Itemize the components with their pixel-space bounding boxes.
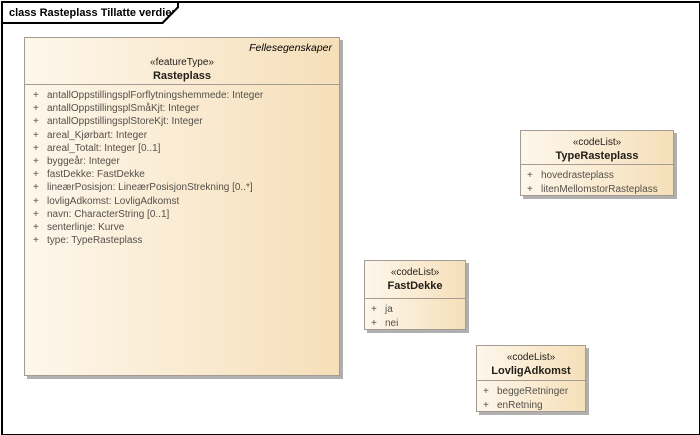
class-header-typerasteplass: «codeList» TypeRasteplass [521, 131, 673, 165]
visibility-marker: + [371, 304, 377, 315]
class-box-rasteplass[interactable]: Fellesegenskaper «featureType» Rasteplas… [24, 37, 340, 376]
attribute-row[interactable]: + fastDekke: FastDekke [33, 169, 335, 182]
class-name: TypeRasteplass [555, 150, 639, 162]
stereotype-label: «codeList» [390, 267, 440, 278]
attribute-row[interactable]: + antallOppstillingsplStoreKjt: Integer [33, 116, 335, 129]
diagram-title-tab-fill [3, 3, 177, 22]
visibility-marker: + [33, 129, 39, 141]
diagram-title: class Rasteplass Tillatte verdier [9, 7, 176, 19]
visibility-marker: + [33, 182, 39, 194]
attribute-row[interactable]: + byggeår: Integer [33, 156, 335, 169]
attribute-text: antallOppstillingsplForflytningshemmede:… [47, 90, 264, 101]
attribute-row[interactable]: + navn: CharacterString [0..1] [33, 209, 335, 222]
visibility-marker: + [33, 155, 39, 167]
class-box-fastdekke[interactable]: «codeList» FastDekke + ja + nei [364, 260, 466, 330]
attribute-row[interactable]: + areal_Kjørbart: Integer [33, 130, 335, 143]
attribute-row[interactable]: + antallOppstillingsplSmåKjt: Integer [33, 103, 335, 116]
attribute-text: ja [385, 304, 393, 315]
visibility-marker: + [483, 399, 489, 411]
visibility-marker: + [33, 116, 39, 128]
visibility-marker: + [33, 90, 39, 101]
attribute-text: nei [385, 317, 399, 329]
class-name: FastDekke [387, 280, 443, 292]
attribute-compartment: + hovedrasteplass + litenMellomstorRaste… [521, 165, 673, 197]
attribute-text: lovligAdkomst: LovligAdkomst [47, 195, 180, 207]
class-box-typerasteplass[interactable]: «codeList» TypeRasteplass + hovedrastepl… [520, 130, 674, 196]
attribute-text: antallOppstillingsplStoreKjt: Integer [47, 116, 203, 128]
class-header-fastdekke: «codeList» FastDekke [365, 261, 465, 299]
visibility-marker: + [33, 103, 39, 115]
attribute-compartment: + beggeRetninger + enRetning [477, 381, 585, 413]
attribute-row[interactable]: + beggeRetninger [483, 386, 582, 400]
attribute-text: areal_Totalt: Integer [0..1] [47, 142, 161, 154]
annotation-label: Fellesegenskaper [249, 42, 332, 54]
attribute-text: hovedrasteplass [541, 170, 614, 181]
visibility-marker: + [371, 317, 377, 329]
visibility-marker: + [483, 386, 489, 397]
attribute-text: beggeRetninger [497, 386, 569, 397]
attribute-text: fastDekke: FastDekke [47, 169, 145, 181]
attribute-text: enRetning [497, 399, 543, 411]
attribute-text: type: TypeRasteplass [47, 235, 143, 247]
attribute-text: byggeår: Integer [47, 155, 120, 167]
attribute-row[interactable]: + litenMellomstorRasteplass [527, 184, 670, 198]
attribute-text: areal_Kjørbart: Integer [47, 129, 148, 141]
visibility-marker: + [33, 235, 39, 247]
attribute-compartment: + antallOppstillingsplForflytningshemmed… [25, 85, 339, 248]
attribute-text: senterlinje: Kurve [47, 221, 125, 233]
visibility-marker: + [527, 183, 533, 195]
attribute-text: lineærPosisjon: LineærPosisjonStrekning … [47, 182, 253, 194]
visibility-marker: + [33, 195, 39, 207]
visibility-marker: + [33, 169, 39, 181]
attribute-text: antallOppstillingsplSmåKjt: Integer [47, 103, 200, 115]
diagram-title-tab: class Rasteplass Tillatte verdier [3, 3, 179, 24]
attribute-text: navn: CharacterString [0..1] [47, 208, 170, 220]
visibility-marker: + [33, 208, 39, 220]
visibility-marker: + [33, 142, 39, 154]
attribute-row[interactable]: + antallOppstillingsplForflytningshemmed… [33, 90, 335, 103]
attribute-row[interactable]: + areal_Totalt: Integer [0..1] [33, 143, 335, 156]
attribute-row[interactable]: + ja [371, 304, 462, 318]
attribute-row[interactable]: + lineærPosisjon: LineærPosisjonStreknin… [33, 182, 335, 195]
attribute-row[interactable]: + senterlinje: Kurve [33, 222, 335, 235]
class-header-lovligadkomst: «codeList» LovligAdkomst [477, 346, 585, 381]
stereotype-label: «codeList» [572, 137, 622, 148]
visibility-marker: + [527, 170, 533, 181]
stereotype-label: «featureType» [150, 57, 214, 68]
class-name: Rasteplass [152, 70, 212, 82]
class-box-lovligadkomst[interactable]: «codeList» LovligAdkomst + beggeRetninge… [476, 345, 586, 412]
attribute-row[interactable]: + enRetning [483, 400, 582, 414]
stereotype-label: «codeList» [506, 352, 556, 363]
attribute-text: litenMellomstorRasteplass [541, 183, 658, 195]
visibility-marker: + [33, 221, 39, 233]
class-name: LovligAdkomst [491, 365, 571, 377]
attribute-compartment: + ja + nei [365, 299, 465, 331]
attribute-row[interactable]: + lovligAdkomst: LovligAdkomst [33, 196, 335, 209]
attribute-row[interactable]: + hovedrasteplass [527, 170, 670, 184]
attribute-row[interactable]: + type: TypeRasteplass [33, 235, 335, 248]
class-header-rasteplass: Fellesegenskaper «featureType» Rasteplas… [25, 38, 339, 85]
attribute-row[interactable]: + nei [371, 318, 462, 332]
